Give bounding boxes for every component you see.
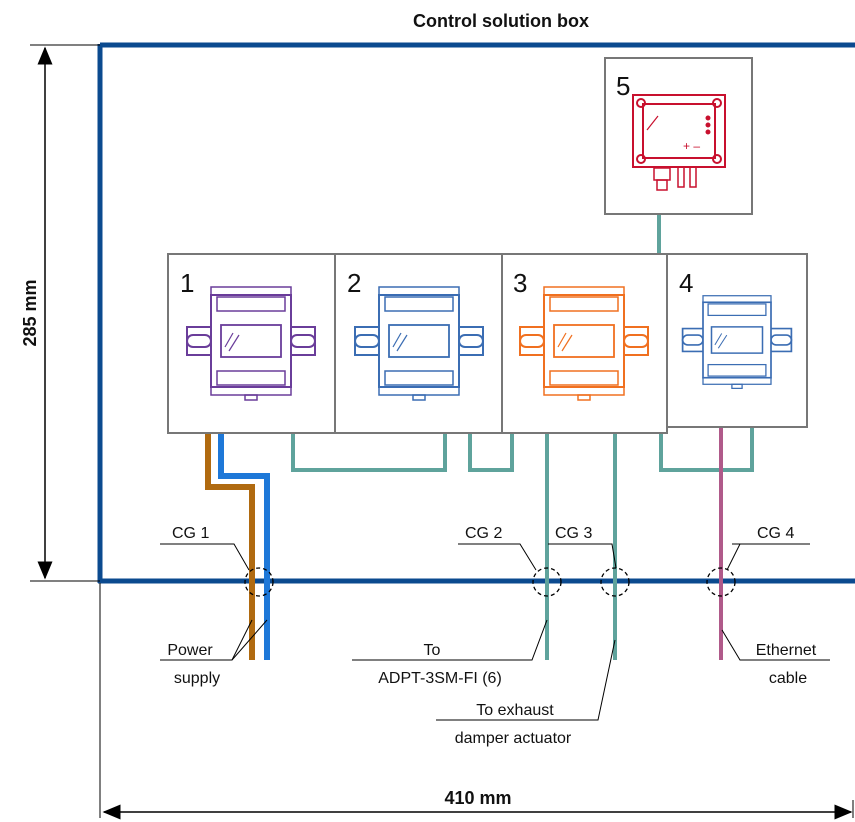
din-device-icon-2: [354, 286, 484, 401]
module-5-number: 5: [616, 71, 630, 101]
ethernet-label-line1: Ethernet: [756, 642, 817, 659]
height-label: 285 mm: [20, 279, 40, 346]
din-device-icon-1: [186, 286, 316, 401]
wires: [205, 214, 754, 660]
cable-gland-3: [600, 567, 630, 597]
cable-gland-markers: [244, 567, 736, 597]
power-label-line2: supply: [174, 670, 220, 687]
cg-4-label: CG 4: [757, 525, 794, 542]
width-dimension: 410 mm: [99, 583, 854, 820]
cg-1-label: CG 1: [172, 525, 209, 542]
module-1-number: 1: [180, 268, 194, 298]
din-device-icon-3: [519, 286, 649, 401]
exhaust-label-line2: damper actuator: [455, 730, 572, 747]
adpt-label-line1: To: [424, 642, 441, 659]
label-leaders: [160, 619, 830, 721]
pressure-sensor-icon: + –: [632, 94, 726, 191]
cg-3-label: CG 3: [555, 525, 592, 542]
enclosure: [97, 42, 855, 584]
height-dimension: 285 mm: [20, 44, 100, 582]
exhaust-label-line1: To exhaust: [476, 702, 554, 719]
module-row: [167, 57, 808, 434]
din-device-icon-4: [681, 294, 793, 390]
power-label-line1: Power: [167, 642, 213, 659]
module-3-number: 3: [513, 268, 527, 298]
module-4-box: [666, 253, 808, 428]
cable-gland-4: [706, 567, 736, 597]
diagram-title: Control solution box: [413, 11, 589, 31]
module-4-number: 4: [679, 268, 693, 298]
ethernet-label-line2: cable: [769, 670, 807, 687]
svg-text:+ –: + –: [683, 139, 700, 153]
adpt-label-line2: ADPT-3SM-FI (6): [378, 670, 502, 687]
module-5-box: [604, 57, 753, 215]
cg-leaders: [160, 543, 810, 571]
cable-gland-1: [244, 567, 274, 597]
module-2-number: 2: [347, 268, 361, 298]
cable-gland-2: [532, 567, 562, 597]
width-label: 410 mm: [444, 788, 511, 808]
cg-2-label: CG 2: [465, 525, 502, 542]
